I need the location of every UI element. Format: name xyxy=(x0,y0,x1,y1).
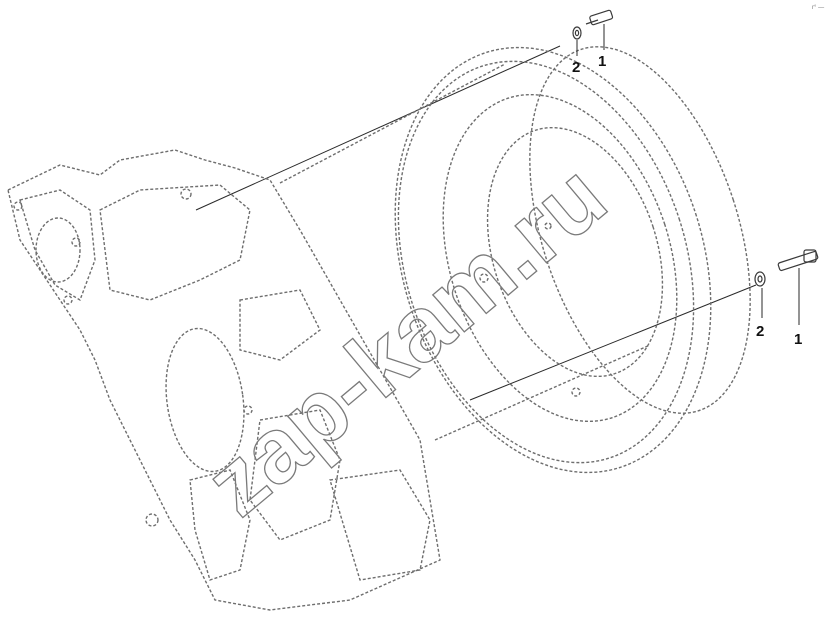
corner-mark: r° — xyxy=(812,5,824,11)
top-bolt xyxy=(585,9,614,26)
assembly-axis-upper xyxy=(195,45,561,211)
cylinder-edge-top xyxy=(279,63,506,184)
flywheel xyxy=(394,46,751,474)
callout-right-bolt: 1 xyxy=(794,331,802,348)
right-bolt xyxy=(777,249,819,272)
flywheel-housing xyxy=(7,149,441,611)
top-washer xyxy=(572,26,582,40)
watermark: zap-kam.ru xyxy=(187,145,625,535)
callout-top-bolt: 1 xyxy=(598,53,606,70)
assembly-axis-lower xyxy=(469,284,757,401)
cylinder-edge-bottom xyxy=(434,344,651,441)
callout-top-washer: 2 xyxy=(572,59,580,76)
right-washer xyxy=(754,271,766,287)
callout-right-washer: 2 xyxy=(756,323,764,340)
